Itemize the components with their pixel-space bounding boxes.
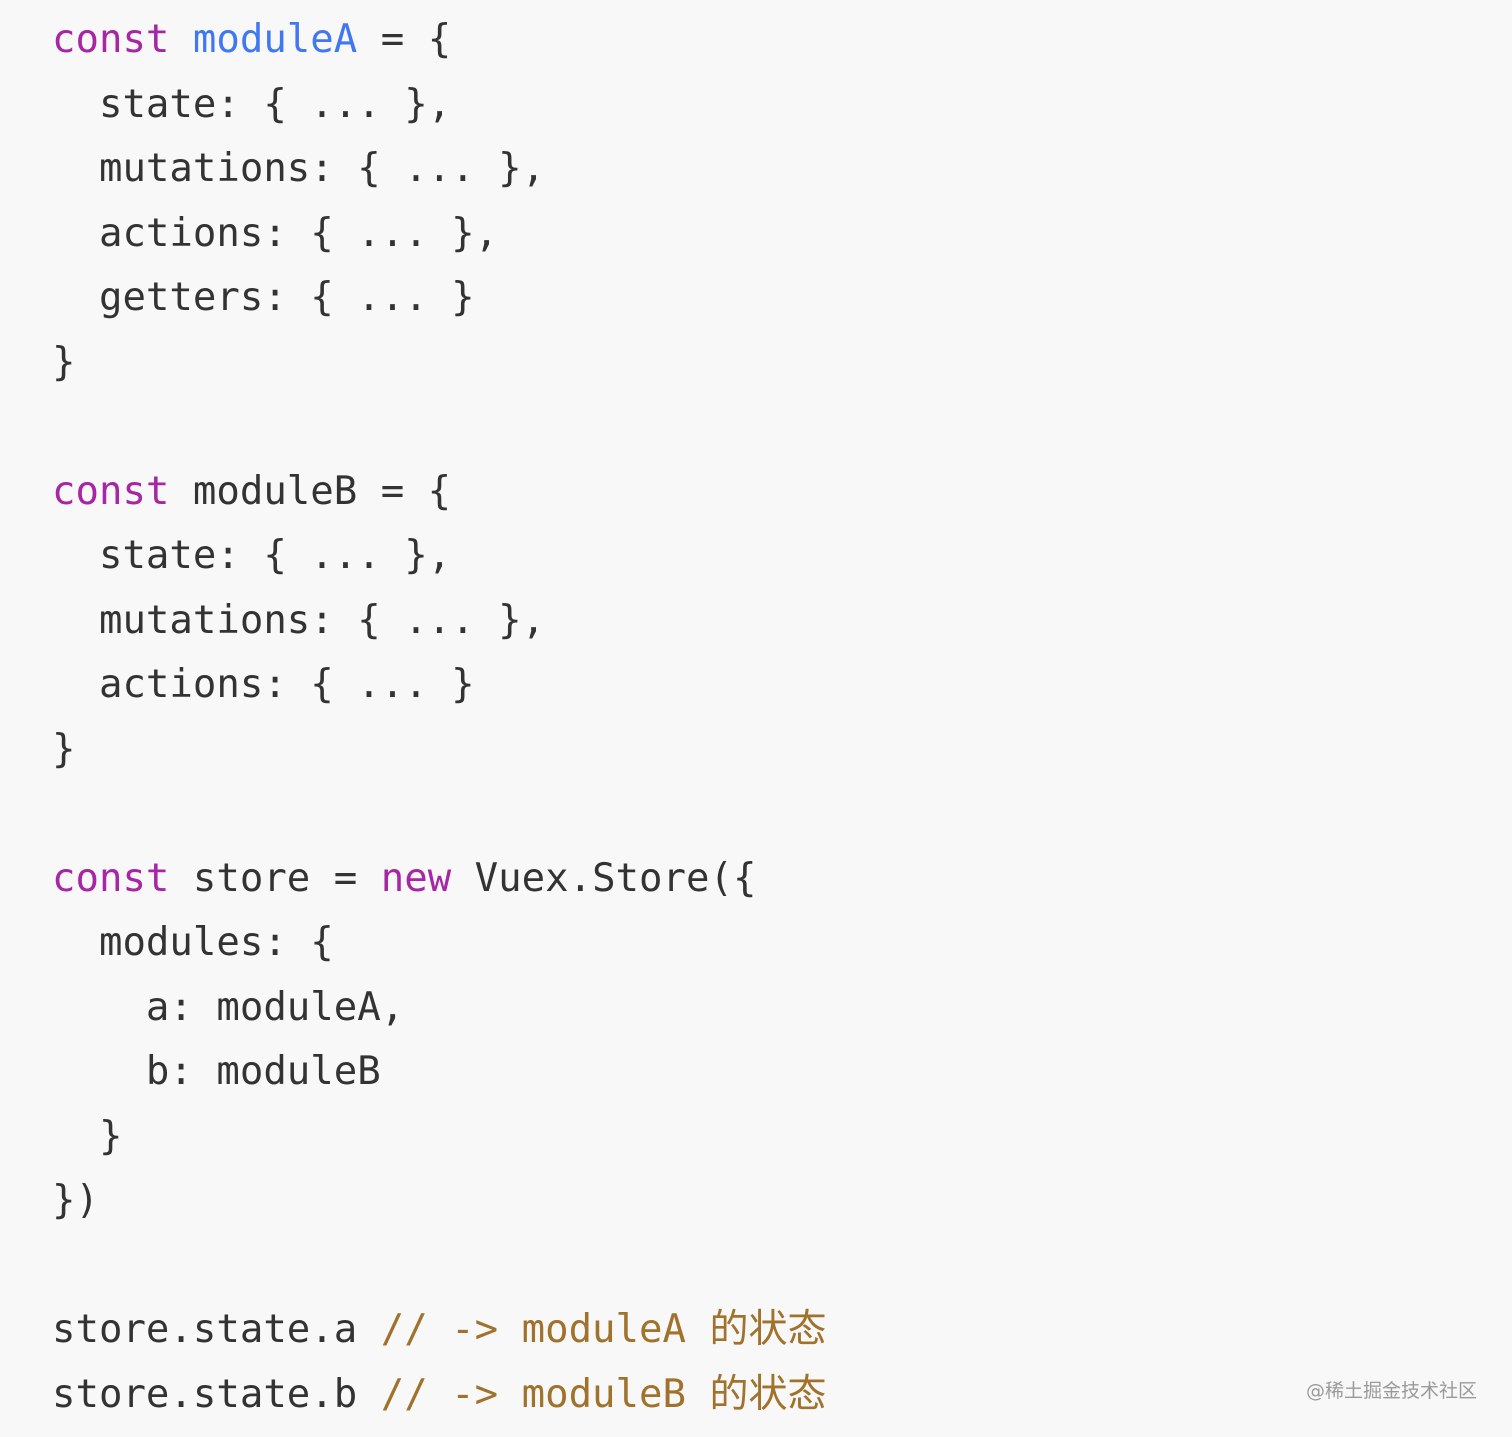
code-token: b: moduleB <box>52 1049 381 1094</box>
code-token: }) <box>52 1178 99 1223</box>
code-token: state: { ... }, <box>52 81 452 127</box>
code-line: b: moduleB <box>52 1040 826 1105</box>
code-token: actions: { ... }, <box>52 210 499 256</box>
code-line: actions: { ... } <box>52 653 826 718</box>
watermark: @稀土掘金技术社区 <box>1305 1380 1477 1402</box>
code-token: mutations: { ... }, <box>52 597 546 643</box>
code-line: } <box>52 331 826 396</box>
code-token: } <box>52 1113 123 1159</box>
code-token: actions: { ... } <box>52 662 475 707</box>
code-token: moduleB = { <box>169 468 452 514</box>
code-line <box>52 1234 826 1299</box>
code-line: state: { ... }, <box>52 524 826 589</box>
code-token: } <box>52 339 76 385</box>
code-line: getters: { ... } <box>52 266 826 331</box>
code-token: getters: { ... } <box>52 275 475 320</box>
code-keyword: const <box>52 17 170 62</box>
code-line: const moduleB = { <box>52 460 826 525</box>
code-token: a: moduleA, <box>52 984 405 1030</box>
code-token: Vuex.Store({ <box>451 855 757 901</box>
code-line: } <box>52 718 826 783</box>
code-block: const moduleA = { state: { ... }, mutati… <box>52 8 826 1427</box>
code-line: }) <box>52 1169 826 1234</box>
code-token <box>169 17 192 62</box>
code-token: = { <box>357 17 452 62</box>
code-token: mutations: { ... }, <box>52 146 546 191</box>
code-line: state: { ... }, <box>52 73 826 138</box>
code-token: store.state.b <box>52 1371 381 1417</box>
code-comment: // -> moduleA 的状态 <box>380 1307 827 1352</box>
code-line: const store = new Vuex.Store({ <box>52 847 826 912</box>
code-line: mutations: { ... }, <box>52 137 826 202</box>
code-line: mutations: { ... }, <box>52 589 826 654</box>
code-line: a: moduleA, <box>52 976 826 1041</box>
code-identifier: moduleA <box>192 17 358 62</box>
code-line: modules: { <box>52 911 826 976</box>
code-line <box>52 782 826 847</box>
code-line <box>52 395 826 460</box>
code-line: } <box>52 1105 826 1170</box>
code-comment: // -> moduleB 的状态 <box>380 1371 827 1417</box>
code-keyword: new <box>380 855 452 901</box>
code-keyword: const <box>52 855 170 901</box>
code-line: actions: { ... }, <box>52 202 826 267</box>
code-keyword: const <box>52 468 170 514</box>
code-line: store.state.b // -> moduleB 的状态 <box>52 1363 826 1428</box>
code-token: modules: { <box>52 920 334 965</box>
code-line: store.state.a // -> moduleA 的状态 <box>52 1298 826 1363</box>
code-token: store.state.a <box>52 1307 381 1352</box>
code-token: store = <box>169 855 381 901</box>
code-line: const moduleA = { <box>52 8 826 73</box>
code-token: } <box>52 726 76 772</box>
code-token: state: { ... }, <box>52 533 452 578</box>
